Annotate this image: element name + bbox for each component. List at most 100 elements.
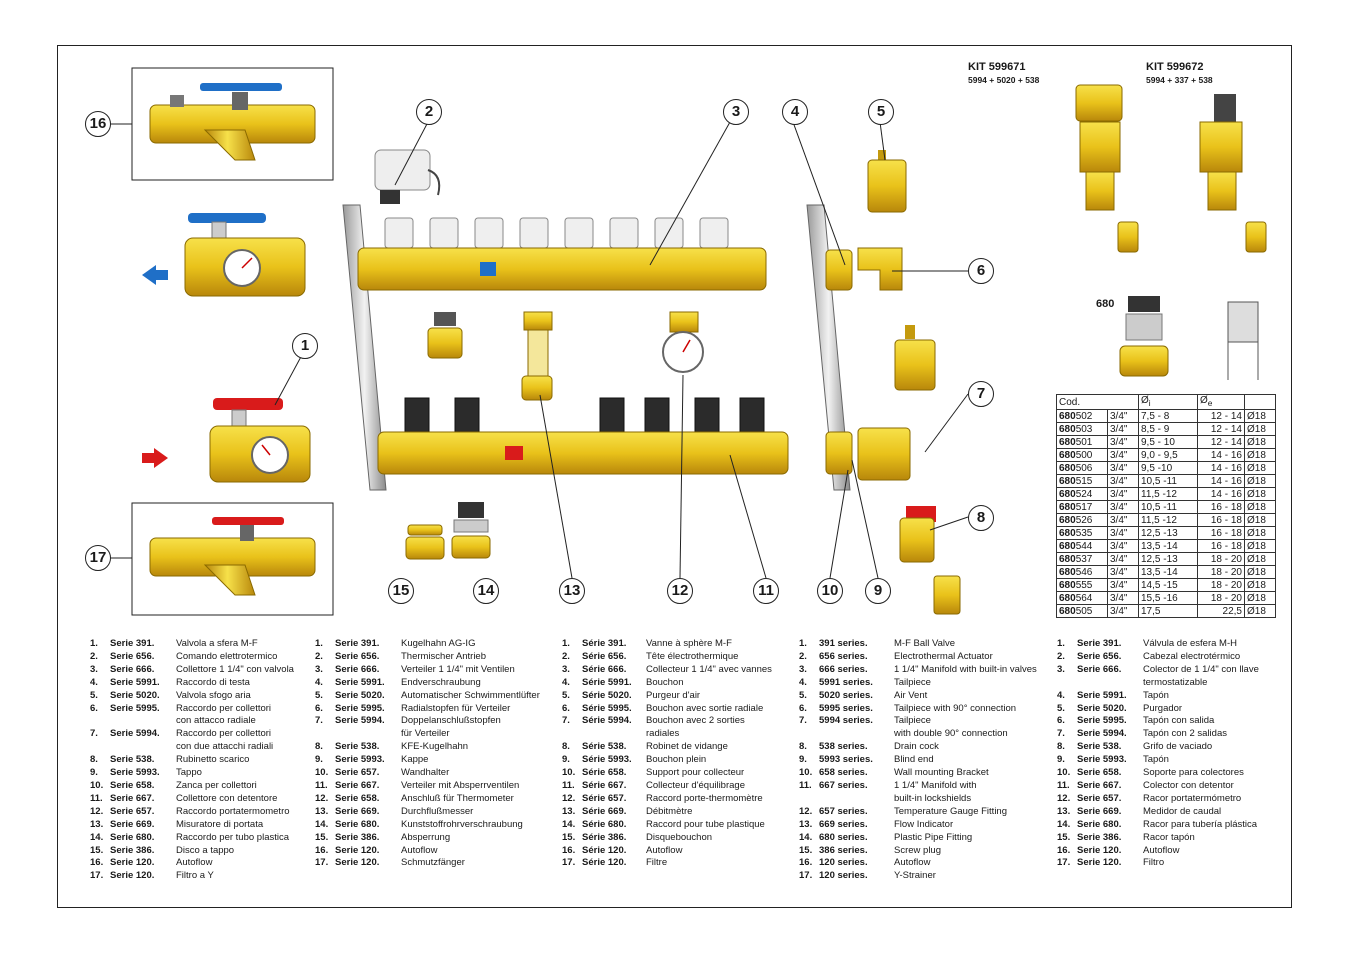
item-number: 14. bbox=[562, 818, 576, 830]
item-number: 1. bbox=[562, 638, 570, 649]
item-number: 17. bbox=[562, 857, 576, 869]
legend-item: 12.Serie 658.Anschluß für Thermometer bbox=[315, 793, 540, 806]
item-number: 1. bbox=[799, 638, 807, 649]
item-description: Bouchon plein bbox=[646, 754, 707, 766]
item-number: 13. bbox=[562, 805, 576, 817]
item-number: 12. bbox=[315, 792, 329, 804]
item-number: 13. bbox=[799, 818, 813, 830]
legend-item: 2.Serie 656.Cabezal electrotérmico bbox=[1057, 651, 1259, 664]
legend-item: 5.Série 5020.Purgeur d'air bbox=[562, 690, 772, 703]
item-description: Collettore 1 1/4" con valvola bbox=[176, 663, 294, 675]
item-number: 10. bbox=[1057, 767, 1071, 779]
item-number: 3. bbox=[90, 663, 98, 675]
legend-item: 3.Serie 666.Verteiler 1 1/4" mit Ventile… bbox=[315, 664, 540, 677]
item-number: 15. bbox=[799, 844, 813, 856]
code-cell: 680555 bbox=[1056, 578, 1108, 592]
item-description: 1 1/4" Manifold with bbox=[894, 779, 977, 791]
code-cell: 680537 bbox=[1056, 552, 1108, 566]
legend-item: 2.656 series.Electrothermal Actuator bbox=[799, 651, 1037, 664]
kit-599672-label: KIT 599672 5994 + 337 + 538 bbox=[1146, 61, 1213, 85]
item-description: Tailpiece bbox=[894, 676, 931, 688]
size-cell: 3/4" bbox=[1107, 552, 1139, 566]
item-description: Collecteur 1 1/4" avec vannes bbox=[646, 663, 772, 675]
item-series: Serie 669. bbox=[110, 818, 155, 830]
item-description: Automatischer Schwimmentlüfter bbox=[401, 689, 540, 701]
kit-title: KIT 599672 bbox=[1146, 61, 1204, 73]
item-description: Collettore con detentore bbox=[176, 792, 278, 804]
item-number: 3. bbox=[315, 663, 323, 675]
item-series: Serie 391. bbox=[335, 638, 380, 649]
callout-3: 3 bbox=[723, 99, 749, 125]
item-series: 656 series. bbox=[819, 650, 868, 662]
item-series bbox=[819, 793, 894, 806]
item-number: 8. bbox=[562, 741, 570, 753]
item-description: Autoflow bbox=[401, 844, 438, 856]
item-number: 17. bbox=[315, 857, 329, 869]
item-description: Plastic Pipe Fitting bbox=[894, 831, 973, 843]
legend-item: 8.Serie 538.Grifo de vaciado bbox=[1057, 741, 1259, 754]
item-number: 9. bbox=[90, 767, 98, 779]
legend-item: 14.Serie 680.Kunststoffrohrverschraubung bbox=[315, 819, 540, 832]
legend-item: 5.Serie 5020.Valvola sfogo aria bbox=[90, 690, 294, 703]
item-number: 16. bbox=[315, 844, 329, 856]
legend-item: 6.Serie 5995.Raccordo per collettori bbox=[90, 703, 294, 716]
item-description: with double 90° connection bbox=[894, 728, 1008, 740]
valve-head bbox=[429, 217, 459, 249]
inner-dia-cell: 9,0 - 9,5 bbox=[1138, 448, 1198, 462]
legend-item: 6.Serie 5995.Tapón con salida bbox=[1057, 715, 1259, 728]
diameter-cell: Ø18 bbox=[1244, 591, 1276, 605]
item-series: Série 656. bbox=[582, 650, 627, 662]
size-cell: 3/4" bbox=[1107, 591, 1139, 605]
item-description: Wall mounting Bracket bbox=[894, 767, 989, 779]
item-description: Wandhalter bbox=[401, 767, 450, 779]
legend-item: termostatizable bbox=[1057, 677, 1259, 690]
legend-item: 11.Serie 667.Colector con detentor bbox=[1057, 780, 1259, 793]
item-description: Comando elettrotermico bbox=[176, 650, 278, 662]
legend-item: 15.Serie 386.Racor tapón bbox=[1057, 832, 1259, 845]
item-number: 9. bbox=[315, 754, 323, 766]
item-series: Serie 5995. bbox=[110, 702, 160, 714]
item-series: 391 series. bbox=[819, 638, 868, 649]
item-series: Serie 5993. bbox=[110, 767, 160, 779]
item-series: Serie 666. bbox=[335, 663, 380, 675]
item-description: Tapón bbox=[1143, 754, 1169, 766]
item-series: Série 5991. bbox=[582, 676, 632, 688]
item-series bbox=[335, 728, 401, 741]
item-description: Tapón con salida bbox=[1143, 715, 1215, 727]
tailpiece-double-90 bbox=[857, 427, 911, 481]
item-number: 4. bbox=[799, 676, 807, 688]
item-series: Serie 657. bbox=[1077, 792, 1122, 804]
code-cell: 680500 bbox=[1056, 448, 1108, 462]
item-description: Racor portatermómetro bbox=[1143, 792, 1242, 804]
callout-1: 1 bbox=[292, 333, 318, 359]
item-description: radiales bbox=[646, 728, 680, 740]
item-number: 5. bbox=[562, 689, 570, 701]
item-number: 7. bbox=[562, 715, 570, 727]
item-description: Bouchon bbox=[646, 676, 684, 688]
item-number: 14. bbox=[1057, 818, 1071, 830]
item-series: Serie 680. bbox=[110, 831, 155, 843]
outer-dia-cell: 16 - 18 bbox=[1197, 526, 1245, 540]
item-description: Flow Indicator bbox=[894, 818, 954, 830]
item-series: Série 5994. bbox=[582, 715, 632, 727]
item-description: Valvola a sfera M-F bbox=[176, 638, 258, 649]
callout-14: 14 bbox=[473, 578, 499, 604]
item-description: Autoflow bbox=[646, 844, 683, 856]
item-series: Serie 538. bbox=[335, 741, 380, 753]
size-cell: 3/4" bbox=[1107, 409, 1139, 423]
item-series: 680 series. bbox=[819, 831, 868, 843]
item-number: 8. bbox=[1057, 741, 1065, 753]
kit-sub: 5994 + 337 + 538 bbox=[1146, 75, 1213, 85]
lockshield-head bbox=[644, 397, 670, 433]
valve-head bbox=[474, 217, 504, 249]
item-number bbox=[90, 741, 110, 754]
item-number: 11. bbox=[1057, 779, 1070, 791]
callout-16: 16 bbox=[85, 111, 111, 137]
item-series: 5995 series. bbox=[819, 702, 873, 714]
size-cell: 3/4" bbox=[1107, 500, 1139, 514]
